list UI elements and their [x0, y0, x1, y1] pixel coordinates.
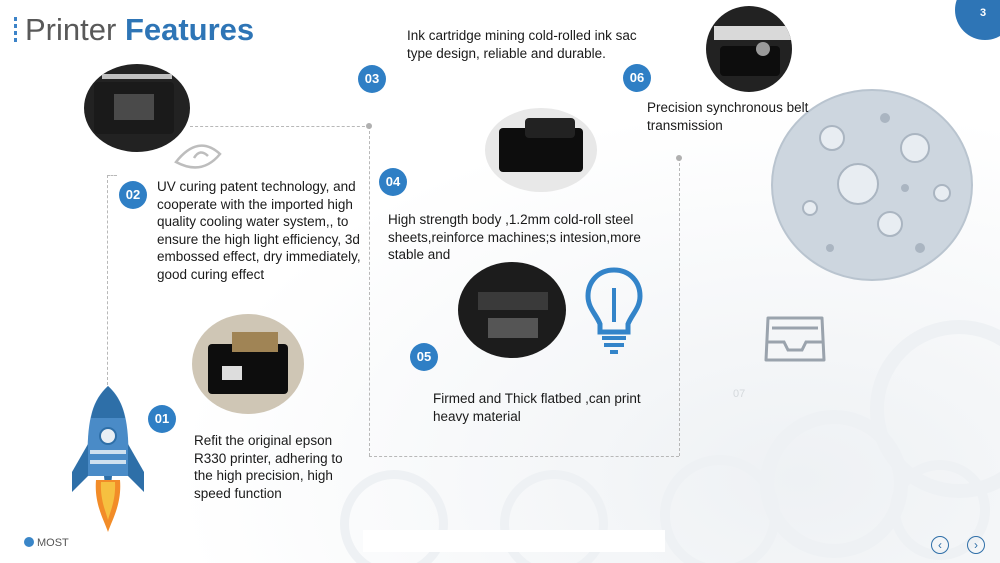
eye-icon — [174, 144, 222, 169]
bg-ring — [340, 470, 448, 563]
footer-blank-box — [363, 530, 665, 552]
lightbulb-icon — [585, 267, 643, 354]
bg-ring — [500, 470, 608, 563]
page-number: 3 — [980, 7, 987, 19]
bg-ring — [660, 455, 780, 563]
feature-text-05: Firmed and Thick flatbed ,can print heav… — [433, 391, 641, 424]
belt-photo — [706, 6, 792, 92]
dotted-connector — [369, 456, 679, 457]
dotted-connector — [107, 175, 108, 385]
moon-illustration — [771, 89, 973, 281]
feature-badge-05: 05 — [410, 343, 438, 371]
brand-name: MOST — [37, 537, 69, 549]
connector-dot — [676, 155, 682, 161]
epson-printer-photo — [192, 314, 304, 414]
next-slide-button[interactable]: › — [967, 536, 985, 554]
bg-ring — [890, 460, 990, 560]
feature-badge-03: 03 — [358, 65, 386, 93]
dotted-connector — [369, 126, 370, 456]
feature-text-06: Precision synchronous belt transmission — [647, 100, 809, 133]
prev-slide-button[interactable]: ‹ — [931, 536, 949, 554]
dotted-connector — [679, 158, 680, 456]
dotted-connector — [107, 175, 117, 176]
bg-ring — [760, 410, 908, 558]
feature-text-01: Refit the original epson R330 printer, a… — [194, 433, 343, 501]
brand-logo: MOST — [24, 537, 69, 549]
page-number-badge: 3 — [955, 0, 1000, 40]
feature-badge-06: 06 — [623, 64, 651, 92]
printhead-photo — [84, 64, 190, 152]
feature-badge-01: 01 — [148, 405, 176, 433]
title-part-1: Printer — [25, 12, 117, 47]
rocket-icon — [72, 386, 144, 532]
feature-text-03: Ink cartridge mining cold-rolled ink sac… — [407, 28, 637, 61]
brand-dot-icon — [24, 537, 34, 547]
title-part-2: Features — [124, 12, 255, 47]
connector-dot — [366, 123, 372, 129]
feature-text-04: High strength body ,1.2mm cold-roll stee… — [388, 212, 641, 262]
feature-badge-02: 02 — [119, 181, 147, 209]
flatbed-photo — [458, 262, 566, 358]
feature-badge-04: 04 — [379, 168, 407, 196]
feature-text-02: UV curing patent technology, and coopera… — [157, 179, 361, 282]
title-accent-bar — [14, 17, 17, 43]
inbox-tray-icon — [764, 316, 826, 362]
faint-number: 07 — [733, 388, 746, 400]
dotted-connector — [190, 126, 370, 127]
printer-body-photo — [485, 108, 597, 192]
page-title: Printer Features — [14, 10, 254, 50]
